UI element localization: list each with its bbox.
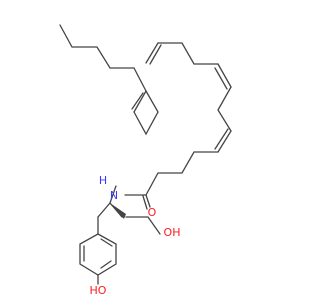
- benzene-ring-inner-1: [100, 238, 113, 247]
- benzyl-bond: [109, 202, 123, 218]
- stereo-wedge: [110, 203, 126, 219]
- amide-hydrogen-label: H: [99, 174, 107, 187]
- chain-segment: [217, 86, 232, 132]
- n-stereocenter-bond: [109, 185, 117, 204]
- cis-double-bond-4-inner: [214, 128, 229, 150]
- molecule-canvas: N H O OH HO: [59, 24, 232, 297]
- carbonyl-bond-inner: [142, 195, 148, 210]
- benzene-ring-inner-2: [100, 260, 112, 269]
- carbonyl-bond: [145, 194, 151, 208]
- alkyl-tail: [59, 24, 147, 92]
- chain-segment: [157, 42, 219, 65]
- chain-segment: [145, 151, 219, 196]
- cis-double-bond-1: [133, 90, 147, 113]
- benzyl-ring-bond: [97, 202, 111, 218]
- phenol-hydroxyl-label: HO: [90, 284, 107, 297]
- hydroxymethyl-bond: [125, 216, 161, 235]
- cis-double-bond-3: [217, 63, 232, 88]
- chain-segment: [133, 90, 159, 136]
- cis-double-bond-2-inner: [149, 44, 162, 65]
- cis-double-bond-4: [217, 130, 232, 153]
- structural-formula: N H O OH HO: [59, 24, 232, 297]
- hydroxyl-label: OH: [164, 226, 181, 239]
- carbonyl-oxygen-label: O: [148, 206, 157, 219]
- benzene-ring: [79, 233, 117, 276]
- cis-double-bond-3-inner: [214, 67, 228, 90]
- cis-double-bond-2: [145, 42, 159, 64]
- amide-nitrogen-label: N: [110, 189, 118, 202]
- cis-double-bond-1-inner: [131, 92, 144, 110]
